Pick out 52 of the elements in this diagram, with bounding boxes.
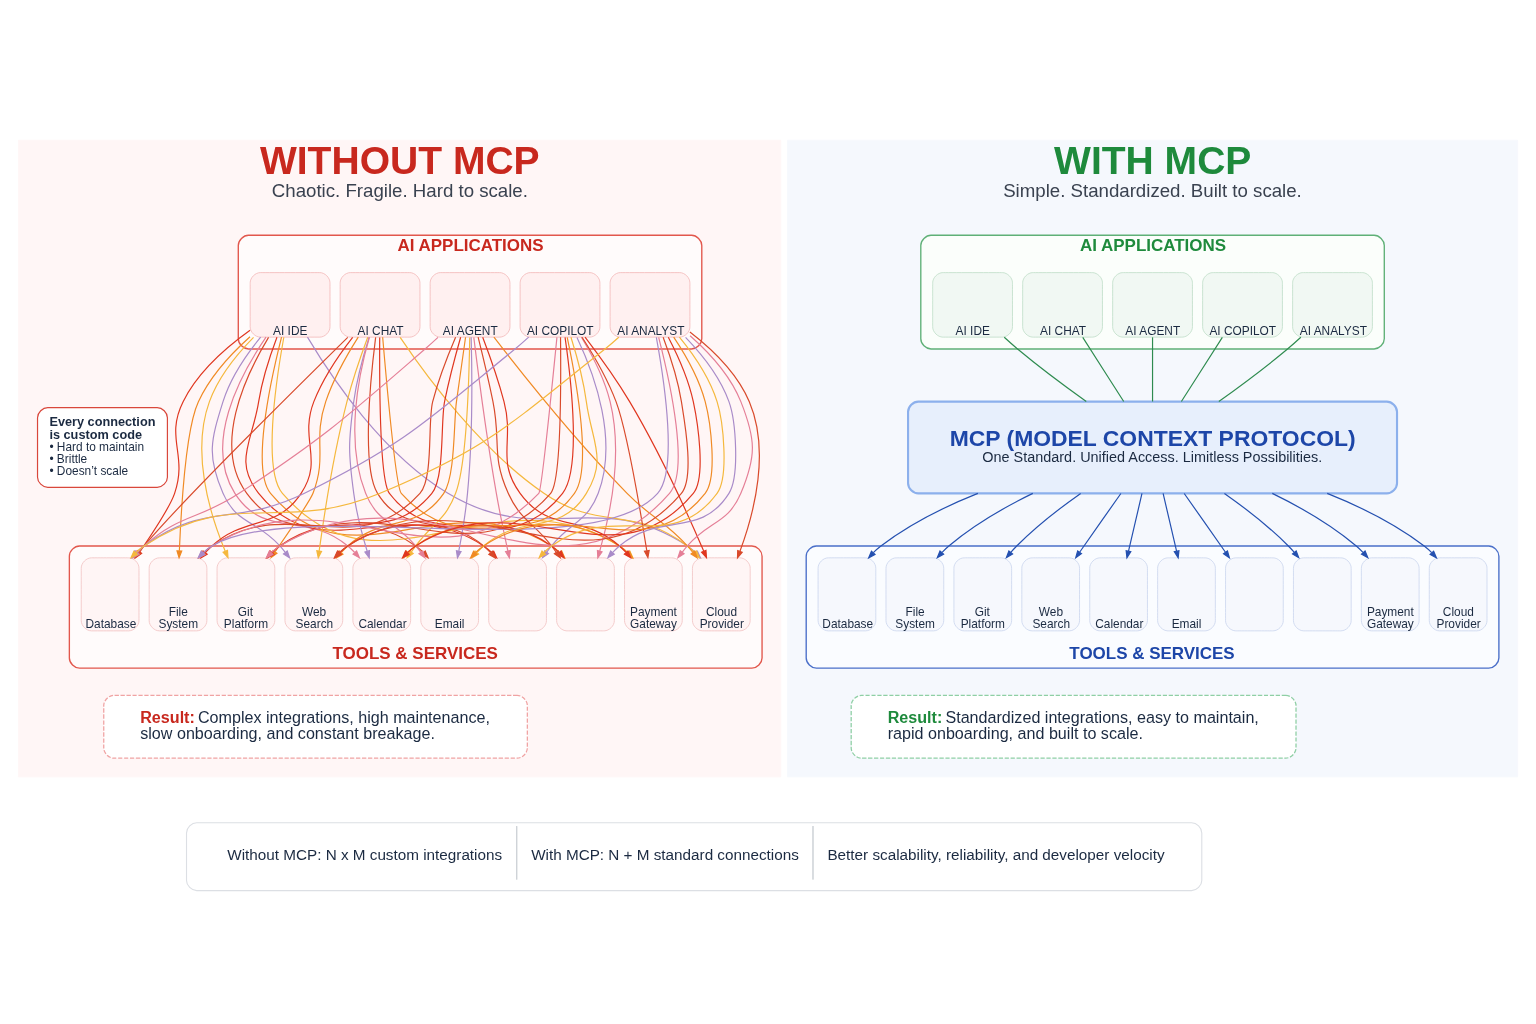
node-box: Git Platform bbox=[953, 557, 1013, 632]
connector bbox=[1151, 336, 1154, 403]
connector bbox=[1082, 336, 1125, 403]
node-box: Calendar bbox=[352, 557, 412, 632]
node-box: Database bbox=[80, 557, 140, 632]
node-box: File System bbox=[148, 557, 208, 632]
node-box: AI CHAT bbox=[339, 272, 421, 338]
arrow bbox=[1223, 492, 1300, 560]
arrow bbox=[1125, 492, 1143, 560]
node-box: MCP (MODEL CONTEXT PROTOCOL) One Standard. Unified Access. Limitless Possibilities. bbox=[907, 400, 1399, 495]
node-box: Payment Gateway bbox=[624, 557, 683, 632]
node-box: AI CHAT bbox=[1022, 272, 1103, 338]
arrow bbox=[1074, 492, 1122, 560]
node-box: AI AGENT bbox=[429, 272, 511, 338]
node-box: AI ANALYST bbox=[609, 272, 691, 338]
arrow bbox=[936, 492, 1034, 560]
arrow bbox=[1162, 492, 1180, 560]
node-box: Database bbox=[817, 557, 877, 632]
node-box bbox=[1225, 557, 1284, 632]
node-box: Result: Standardized integrations, easy to maintain, rapid onboarding, and built to scale. bbox=[850, 694, 1297, 759]
node-box: Web Search bbox=[284, 557, 344, 632]
node-box bbox=[488, 557, 547, 632]
arrow bbox=[1005, 492, 1082, 560]
node-box: AI ANALYST bbox=[1292, 272, 1373, 338]
node-box: Email bbox=[420, 557, 479, 632]
node-box: Payment Gateway bbox=[1360, 557, 1420, 632]
node-box bbox=[556, 557, 615, 632]
node-box bbox=[1293, 557, 1352, 632]
node-box: Cloud Provider bbox=[1428, 557, 1488, 632]
node-box: AI AGENT bbox=[1112, 272, 1193, 338]
arrow bbox=[1271, 492, 1369, 560]
connector bbox=[1003, 336, 1087, 403]
node-box: Result: Complex integrations, high maintenance, slow onboarding, and constant breakage. bbox=[103, 694, 528, 759]
node-box: Calendar bbox=[1089, 557, 1148, 632]
connector bbox=[1218, 336, 1302, 403]
node-box: AI IDE bbox=[932, 272, 1013, 338]
node-box: AI COPILOT bbox=[1202, 272, 1283, 338]
arrow bbox=[580, 336, 616, 560]
arrow bbox=[349, 336, 371, 560]
node-box: Cloud Provider bbox=[692, 557, 751, 632]
node-box: AI IDE bbox=[249, 272, 331, 338]
node-box: AI COPILOT bbox=[519, 272, 601, 338]
node-box: Git Platform bbox=[216, 557, 276, 632]
arrow bbox=[867, 492, 979, 560]
node-box: Email bbox=[1157, 557, 1216, 632]
node-box: Every connection is custom code • Hard to maintain • Brittle • Doesn’t scale bbox=[36, 407, 168, 488]
arrow bbox=[1326, 492, 1438, 560]
node-box: File System bbox=[885, 557, 945, 632]
arrow bbox=[1183, 492, 1231, 560]
node-box: Web Search bbox=[1021, 557, 1080, 632]
connector bbox=[1180, 336, 1223, 403]
arrow bbox=[455, 336, 473, 560]
